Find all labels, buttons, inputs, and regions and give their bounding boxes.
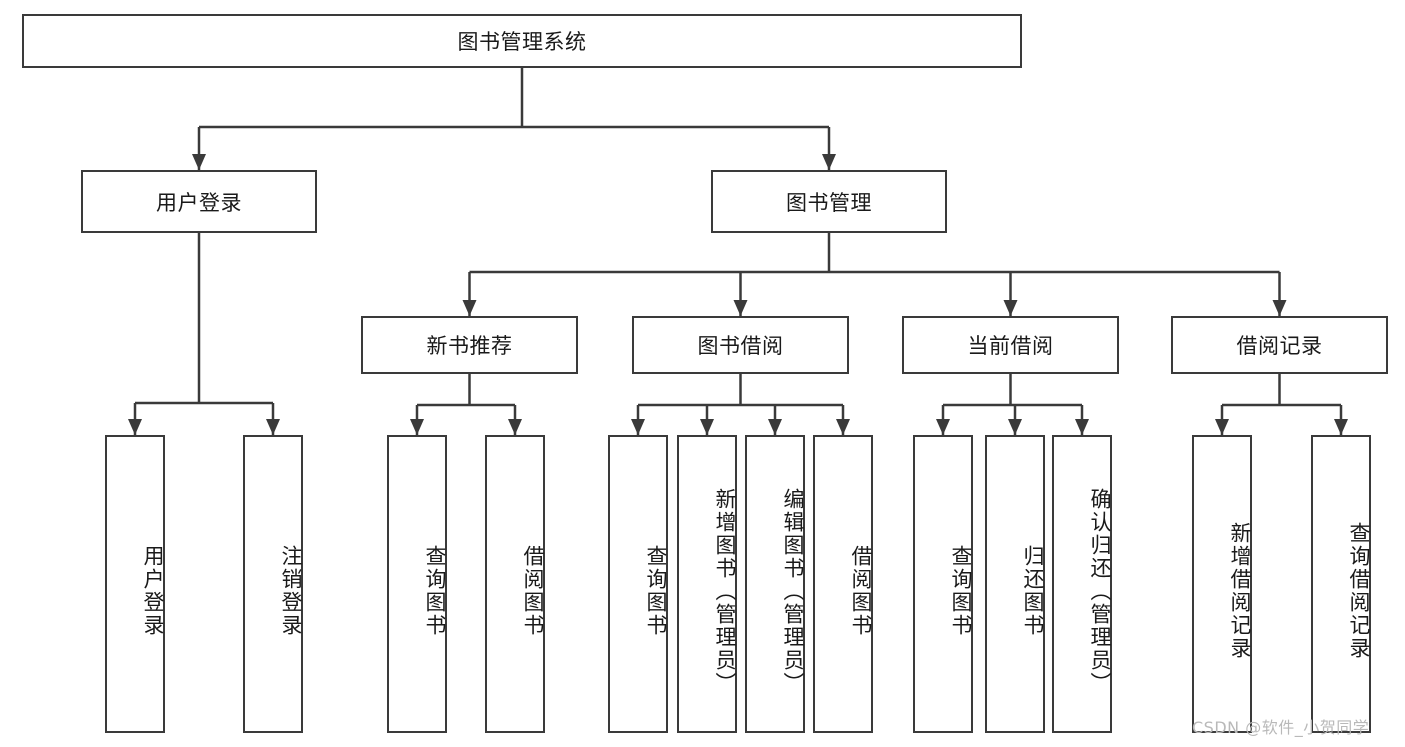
node-leaf12[interactable]: 新增借阅记录 [1192,435,1252,733]
node-leaf1[interactable]: 用户登录 [105,435,165,733]
arrow-head-icon [768,419,782,435]
arrow-head-icon [1215,419,1229,435]
node-label: 确认归还（管理员） [1088,487,1112,695]
node-leaf3[interactable]: 查询图书 [387,435,447,733]
node-label: 图书借阅 [697,334,784,358]
node-label: 查询图书 [949,545,973,637]
node-l2a[interactable]: 新书推荐 [361,316,578,374]
node-label: 用户登录 [141,545,165,637]
arrow-head-icon [631,419,645,435]
node-leaf11[interactable]: 确认归还（管理员） [1052,435,1112,733]
node-l1b[interactable]: 图书管理 [711,170,947,233]
node-label: 查询图书 [644,545,668,637]
node-leaf5[interactable]: 查询图书 [608,435,668,733]
node-label: 归还图书 [1021,545,1045,637]
node-label: 注销登录 [279,545,303,637]
node-leaf10[interactable]: 归还图书 [985,435,1045,733]
arrow-head-icon [1003,300,1018,316]
node-root[interactable]: 图书管理系统 [22,14,1022,68]
node-leaf8[interactable]: 借阅图书 [813,435,873,733]
node-l1a[interactable]: 用户登录 [81,170,317,233]
arrow-head-icon [192,154,206,170]
node-leaf7[interactable]: 编辑图书（管理员） [745,435,805,733]
arrow-head-icon [410,419,424,435]
arrow-head-icon [1008,419,1022,435]
node-label: 当前借阅 [967,334,1054,358]
arrow-head-icon [266,419,280,435]
arrow-head-icon [462,300,477,316]
node-label: 新书推荐 [426,334,513,358]
arrow-head-icon [1334,419,1348,435]
node-label: 借阅图书 [849,545,873,637]
node-l2b[interactable]: 图书借阅 [632,316,849,374]
arrow-head-icon [700,419,714,435]
node-label: 编辑图书（管理员） [781,487,805,695]
node-label: 用户登录 [156,190,242,215]
node-label: 图书管理 [786,190,872,215]
node-label: 图书管理系统 [457,30,587,54]
node-label: 查询借阅记录 [1347,522,1371,660]
arrow-head-icon [1075,419,1089,435]
node-label: 借阅图书 [521,545,545,637]
node-l2c[interactable]: 当前借阅 [902,316,1119,374]
arrow-head-icon [508,419,522,435]
node-label: 新增借阅记录 [1228,522,1252,660]
arrow-head-icon [822,154,836,170]
node-label: 查询图书 [423,545,447,637]
node-leaf2[interactable]: 注销登录 [243,435,303,733]
arrow-head-icon [733,300,748,316]
node-label: 新增图书（管理员） [713,487,737,695]
node-leaf6[interactable]: 新增图书（管理员） [677,435,737,733]
node-l2d[interactable]: 借阅记录 [1171,316,1388,374]
node-label: 借阅记录 [1236,334,1323,358]
node-leaf9[interactable]: 查询图书 [913,435,973,733]
node-leaf13[interactable]: 查询借阅记录 [1311,435,1371,733]
arrow-head-icon [936,419,950,435]
arrow-head-icon [836,419,850,435]
arrow-head-icon [128,419,142,435]
arrow-head-icon [1272,300,1287,316]
node-leaf4[interactable]: 借阅图书 [485,435,545,733]
